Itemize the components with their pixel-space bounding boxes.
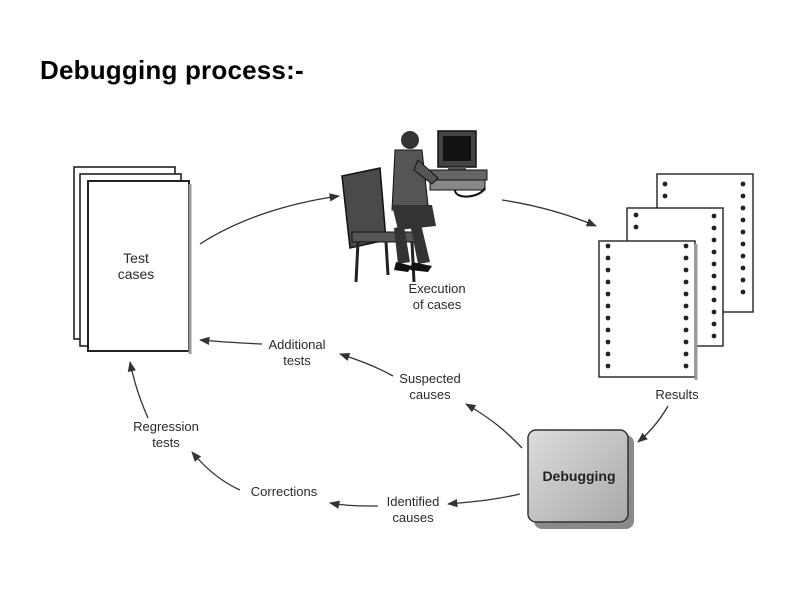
results-dots: [605, 181, 746, 369]
suspected-causes-label: Suspected causes: [385, 371, 475, 403]
arrow-debugging-to-suspected: [465, 403, 523, 449]
suspected-causes-line1: Suspected: [399, 371, 461, 386]
results-label: Results: [655, 387, 699, 402]
identified-causes-line1: Identified: [386, 494, 440, 509]
additional-tests-line2: tests: [283, 353, 311, 368]
arrow-test-to-execution: [199, 193, 341, 245]
debugging-box: [527, 429, 634, 529]
execution-label-line2: of cases: [412, 297, 462, 312]
arrow-corrections-to-regression: [191, 451, 241, 491]
arrow-regression-to-test: [127, 360, 149, 419]
regression-tests-line2: tests: [152, 435, 180, 450]
debugging-label: Debugging: [542, 468, 616, 484]
arrow-suspected-to-additional: [339, 353, 394, 377]
regression-tests-line1: Regression: [133, 419, 199, 434]
arrow-identified-to-corrections: [328, 500, 379, 509]
page-title: Debugging process:-: [40, 55, 304, 85]
execution-label-line1: Execution: [408, 281, 466, 296]
test-cases-label-line2: cases: [117, 266, 155, 282]
arrow-results-to-debugging: [637, 405, 669, 443]
tester-at-computer-icon: [341, 130, 488, 283]
test-cases-stack: [73, 166, 192, 354]
corrections-label: Corrections: [250, 484, 318, 499]
additional-tests-label: Additional tests: [255, 337, 339, 369]
execution-of-cases-label: Execution of cases: [395, 281, 479, 313]
test-cases-label: Test cases: [106, 250, 166, 282]
suspected-causes-line2: causes: [409, 387, 451, 402]
regression-tests-label: Regression tests: [118, 419, 214, 451]
identified-causes-line2: causes: [392, 510, 434, 525]
arrow-additional-to-test: [198, 336, 263, 345]
arrow-execution-to-results: [501, 199, 597, 227]
test-cases-label-line1: Test: [123, 250, 149, 266]
identified-causes-label: Identified causes: [374, 494, 452, 526]
results-pages: [598, 173, 754, 380]
arrow-debugging-to-identified: [446, 493, 521, 508]
additional-tests-line1: Additional: [268, 337, 326, 352]
